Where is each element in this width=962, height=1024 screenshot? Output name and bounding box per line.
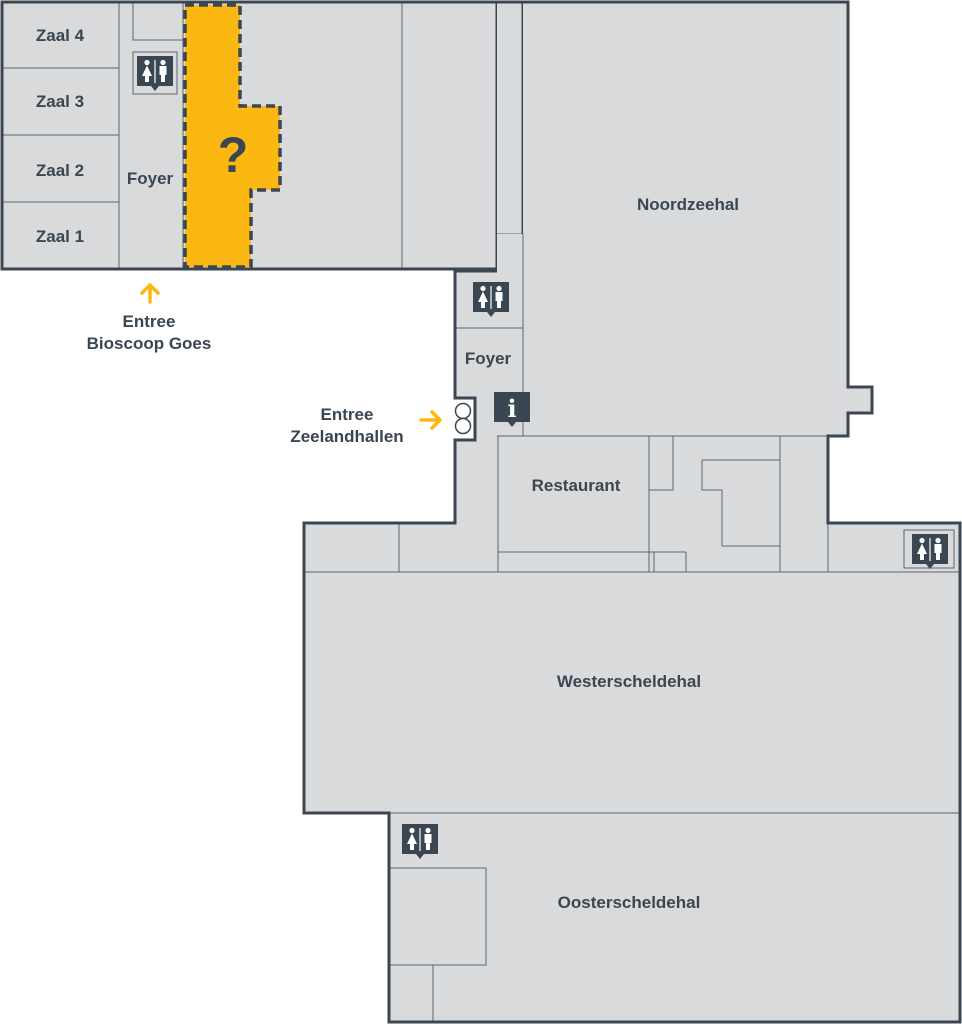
toilet-icon [472,281,510,318]
room-label-westerscheldehal: Westerscheldehal [557,672,701,691]
room-label-restaurant: Restaurant [532,476,621,495]
entrance-halls-line1: Entree [321,405,374,424]
question-mark-icon: ? [218,127,249,183]
arrow-icon [430,410,442,430]
room-label-foyer-halls: Foyer [465,349,512,368]
toilet-icon [911,533,949,570]
entrance-cinema-line1: Entree [123,312,176,331]
room-label-zaal-4: Zaal 4 [36,26,85,45]
info-symbol: i [507,394,516,423]
entrance-cinema: Entree Bioscoop Goes [87,283,212,353]
entrance-cinema-line2: Bioscoop Goes [87,334,212,353]
toilet-icon [401,823,439,860]
highlighted-room[interactable] [183,3,282,269]
entrance-halls: Entree Zeelandhallen [290,405,442,446]
entrance-halls-line2: Zeelandhallen [290,427,403,446]
room-label-foyer-cinema: Foyer [127,169,174,188]
room-label-oosterscheldehal: Oosterscheldehal [558,893,701,912]
room-label-zaal-1: Zaal 1 [36,227,84,246]
toilet-icon [136,55,174,92]
door-circle [454,417,472,435]
room-label-zaal-3: Zaal 3 [36,92,84,111]
room-label-noordzeehal: Noordzeehal [637,195,739,214]
door-circle [454,402,472,420]
room-label-zaal-2: Zaal 2 [36,161,84,180]
info-icon: i [494,392,530,427]
zeelandhallen-building [302,0,962,1024]
